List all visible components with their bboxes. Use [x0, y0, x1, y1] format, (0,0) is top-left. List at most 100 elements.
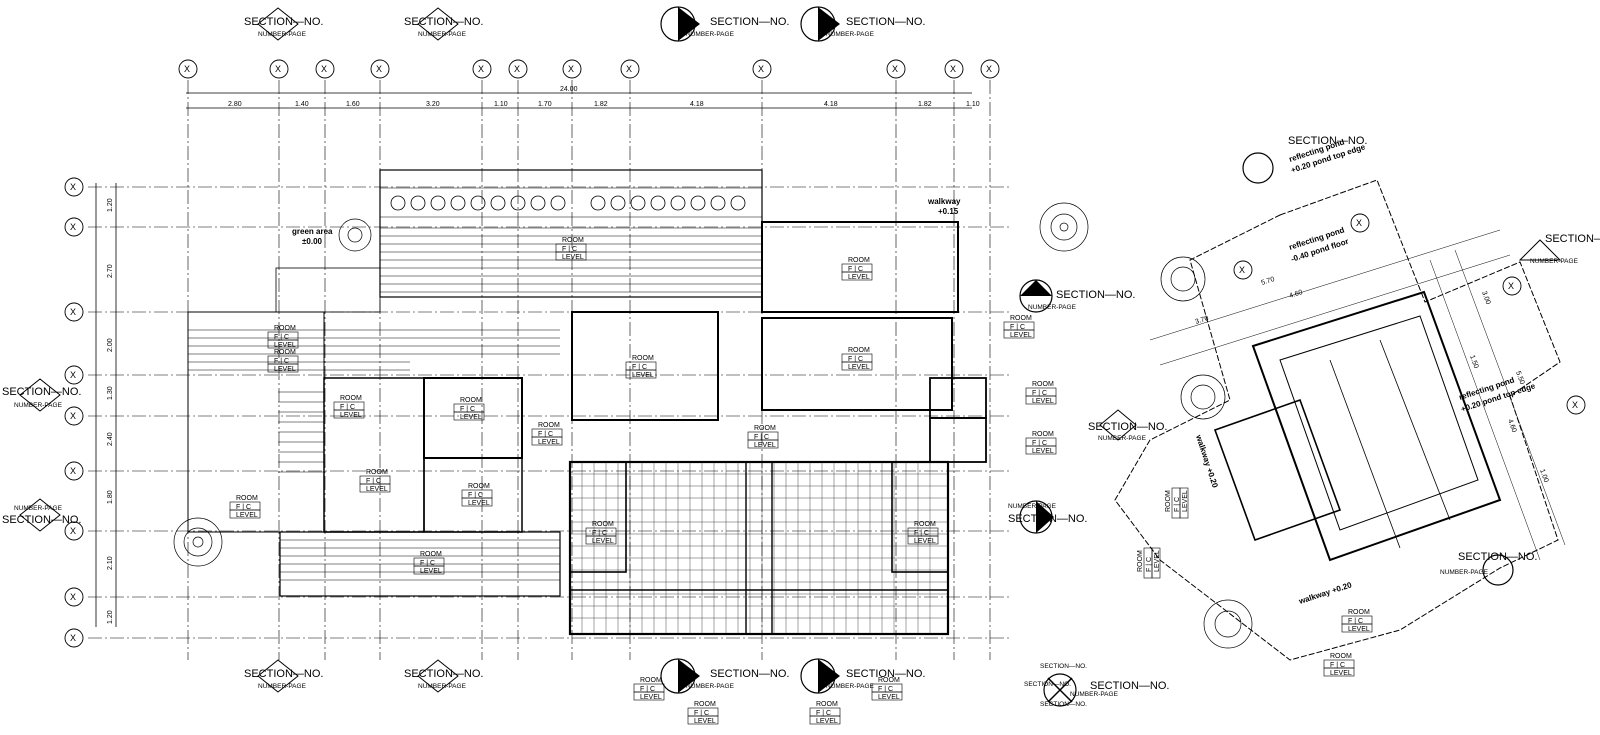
section-marker: SECTION—NO. NUMBER-PAGE — [1088, 409, 1167, 442]
svg-text:ROOM: ROOM — [340, 395, 362, 402]
room-tag: ROOM F | C LEVEL — [1003, 315, 1035, 339]
main-building-walls — [187, 169, 987, 636]
room-tag: ROOM F | C LEVEL — [625, 355, 657, 379]
grid-bubble: X — [64, 406, 84, 426]
svg-text:F | C: F | C — [468, 492, 483, 499]
room-tag: ROOM F | C LEVEL — [1165, 487, 1189, 519]
svg-text:2.00: 2.00 — [107, 338, 114, 352]
svg-text:SECTION—NO.: SECTION—NO. — [2, 386, 81, 398]
annex-pavilion — [1114, 179, 1566, 661]
svg-text:ROOM: ROOM — [460, 397, 482, 404]
svg-text:4.18: 4.18 — [824, 101, 838, 108]
svg-text:SECTION—NO.: SECTION—NO. — [1090, 680, 1169, 692]
grid-bubble: X — [752, 59, 772, 79]
grid-bubble: X — [64, 521, 84, 541]
svg-text:2.10: 2.10 — [107, 556, 114, 570]
svg-text:LEVEL: LEVEL — [640, 694, 662, 701]
svg-text:X: X — [321, 64, 327, 74]
svg-text:X: X — [70, 370, 76, 380]
svg-text:NUMBER-PAGE: NUMBER-PAGE — [258, 31, 307, 38]
svg-text:LEVEL: LEVEL — [694, 718, 716, 725]
room-tag: ROOM F | C LEVEL — [809, 701, 841, 725]
svg-text:LEVEL: LEVEL — [848, 364, 870, 371]
svg-text:1.00: 1.00 — [1538, 468, 1549, 483]
svg-text:F | C: F | C — [640, 686, 655, 693]
grid-bubble: X — [1350, 213, 1370, 233]
svg-text:F | C: F | C — [1010, 324, 1025, 331]
grid-bubble: X — [64, 177, 84, 197]
svg-text:X: X — [70, 592, 76, 602]
svg-text:SECTION—NO.: SECTION—NO. — [404, 16, 483, 28]
svg-text:SECTION—NO.: SECTION—NO. — [1040, 701, 1087, 708]
svg-text:F | C: F | C — [274, 358, 289, 365]
svg-text:LEVEL: LEVEL — [1032, 448, 1054, 455]
grid-bubble: X — [980, 59, 1000, 79]
svg-text:NUMBER-PAGE: NUMBER-PAGE — [826, 683, 875, 690]
svg-text:SECTION—NO.: SECTION—NO. — [846, 16, 925, 28]
room-tag: ROOM F | C LEVEL — [267, 349, 299, 373]
svg-text:LEVEL: LEVEL — [914, 538, 936, 545]
svg-text:4.60: 4.60 — [1288, 289, 1303, 300]
walkway-right-note: walkway +0.20 — [1194, 433, 1220, 489]
section-marker-legend: SECTION—NO. SECTION—NO. SECTION—NO. SECT… — [1024, 663, 1169, 708]
svg-text:X: X — [275, 64, 281, 74]
svg-text:NUMBER-PAGE: NUMBER-PAGE — [258, 683, 307, 690]
section-marker: SECTION—NO. NUMBER-PAGE — [660, 6, 789, 42]
grid-bubble: X — [1502, 276, 1522, 296]
room-tag: ROOM F | C LEVEL — [555, 237, 587, 261]
left-dimension-values: 1.20 2.70 2.00 1.30 2.40 1.80 2.10 1.20 — [107, 198, 114, 624]
room-tag: ROOM F | C LEVEL — [453, 397, 485, 421]
left-grid-bubbles: X X X X X X X X X — [64, 177, 84, 648]
svg-text:ROOM: ROOM — [754, 425, 776, 432]
svg-text:X: X — [568, 64, 574, 74]
svg-text:F | C: F | C — [1032, 390, 1047, 397]
section-marker: SECTION—NO. NUMBER-PAGE — [404, 659, 483, 693]
room-tag: ROOM F | C LEVEL — [633, 677, 665, 701]
svg-text:X: X — [376, 64, 382, 74]
grid-bubble: X — [944, 59, 964, 79]
svg-text:ROOM: ROOM — [1165, 490, 1172, 512]
svg-text:ROOM: ROOM — [914, 521, 936, 528]
svg-text:1.82: 1.82 — [918, 101, 932, 108]
top-dimension-values: 2.80 1.40 1.60 3.20 1.10 1.70 1.82 4.18 … — [228, 101, 980, 108]
svg-text:NUMBER-PAGE: NUMBER-PAGE — [418, 683, 467, 690]
svg-text:F | C: F | C — [914, 530, 929, 537]
svg-text:1.82: 1.82 — [594, 101, 608, 108]
svg-text:1.40: 1.40 — [295, 101, 309, 108]
svg-text:ROOM: ROOM — [848, 347, 870, 354]
section-marker: SECTION—NO. NUMBER-PAGE — [1518, 233, 1600, 265]
svg-text:1.50: 1.50 — [1468, 354, 1479, 369]
green-area-level: ±0.00 — [302, 237, 323, 246]
section-marker: NUMBER-PAGE SECTION—NO. — [1008, 500, 1087, 534]
svg-text:2.70: 2.70 — [107, 264, 114, 278]
svg-text:F | C: F | C — [592, 530, 607, 537]
tree-symbols — [173, 202, 1253, 649]
svg-text:SECTION—NO.: SECTION—NO. — [1088, 421, 1167, 433]
svg-text:ROOM: ROOM — [816, 701, 838, 708]
svg-text:4.18: 4.18 — [690, 101, 704, 108]
svg-text:F | C: F | C — [848, 266, 863, 273]
svg-text:F | C: F | C — [1032, 440, 1047, 447]
svg-text:X: X — [70, 633, 76, 643]
room-tag: ROOM F | C LEVEL — [359, 469, 391, 493]
svg-text:F | C: F | C — [632, 364, 647, 371]
svg-text:1.60: 1.60 — [346, 101, 360, 108]
svg-text:NUMBER-PAGE: NUMBER-PAGE — [1098, 435, 1147, 442]
svg-text:F | C: F | C — [340, 404, 355, 411]
svg-text:1.20: 1.20 — [107, 610, 114, 624]
svg-text:ROOM: ROOM — [538, 422, 560, 429]
top-grid-bubbles: X X X X X X X X X X X X — [178, 59, 1000, 79]
svg-text:ROOM: ROOM — [632, 355, 654, 362]
svg-text:LEVEL: LEVEL — [420, 568, 442, 575]
svg-text:X: X — [514, 64, 520, 74]
svg-text:NUMBER-PAGE: NUMBER-PAGE — [686, 31, 735, 38]
svg-text:F | C: F | C — [562, 246, 577, 253]
svg-text:NUMBER-PAGE: NUMBER-PAGE — [14, 402, 63, 409]
svg-text:F | C: F | C — [848, 356, 863, 363]
section-marker: SECTION—NO. NUMBER-PAGE — [800, 6, 925, 42]
svg-text:LEVEL: LEVEL — [848, 274, 870, 281]
annex-dimension-values: 5.70 4.60 3.70 3.00 1.50 5.50 4.60 1.00 — [1194, 276, 1549, 484]
svg-text:ROOM: ROOM — [848, 257, 870, 264]
svg-text:ROOM: ROOM — [562, 237, 584, 244]
